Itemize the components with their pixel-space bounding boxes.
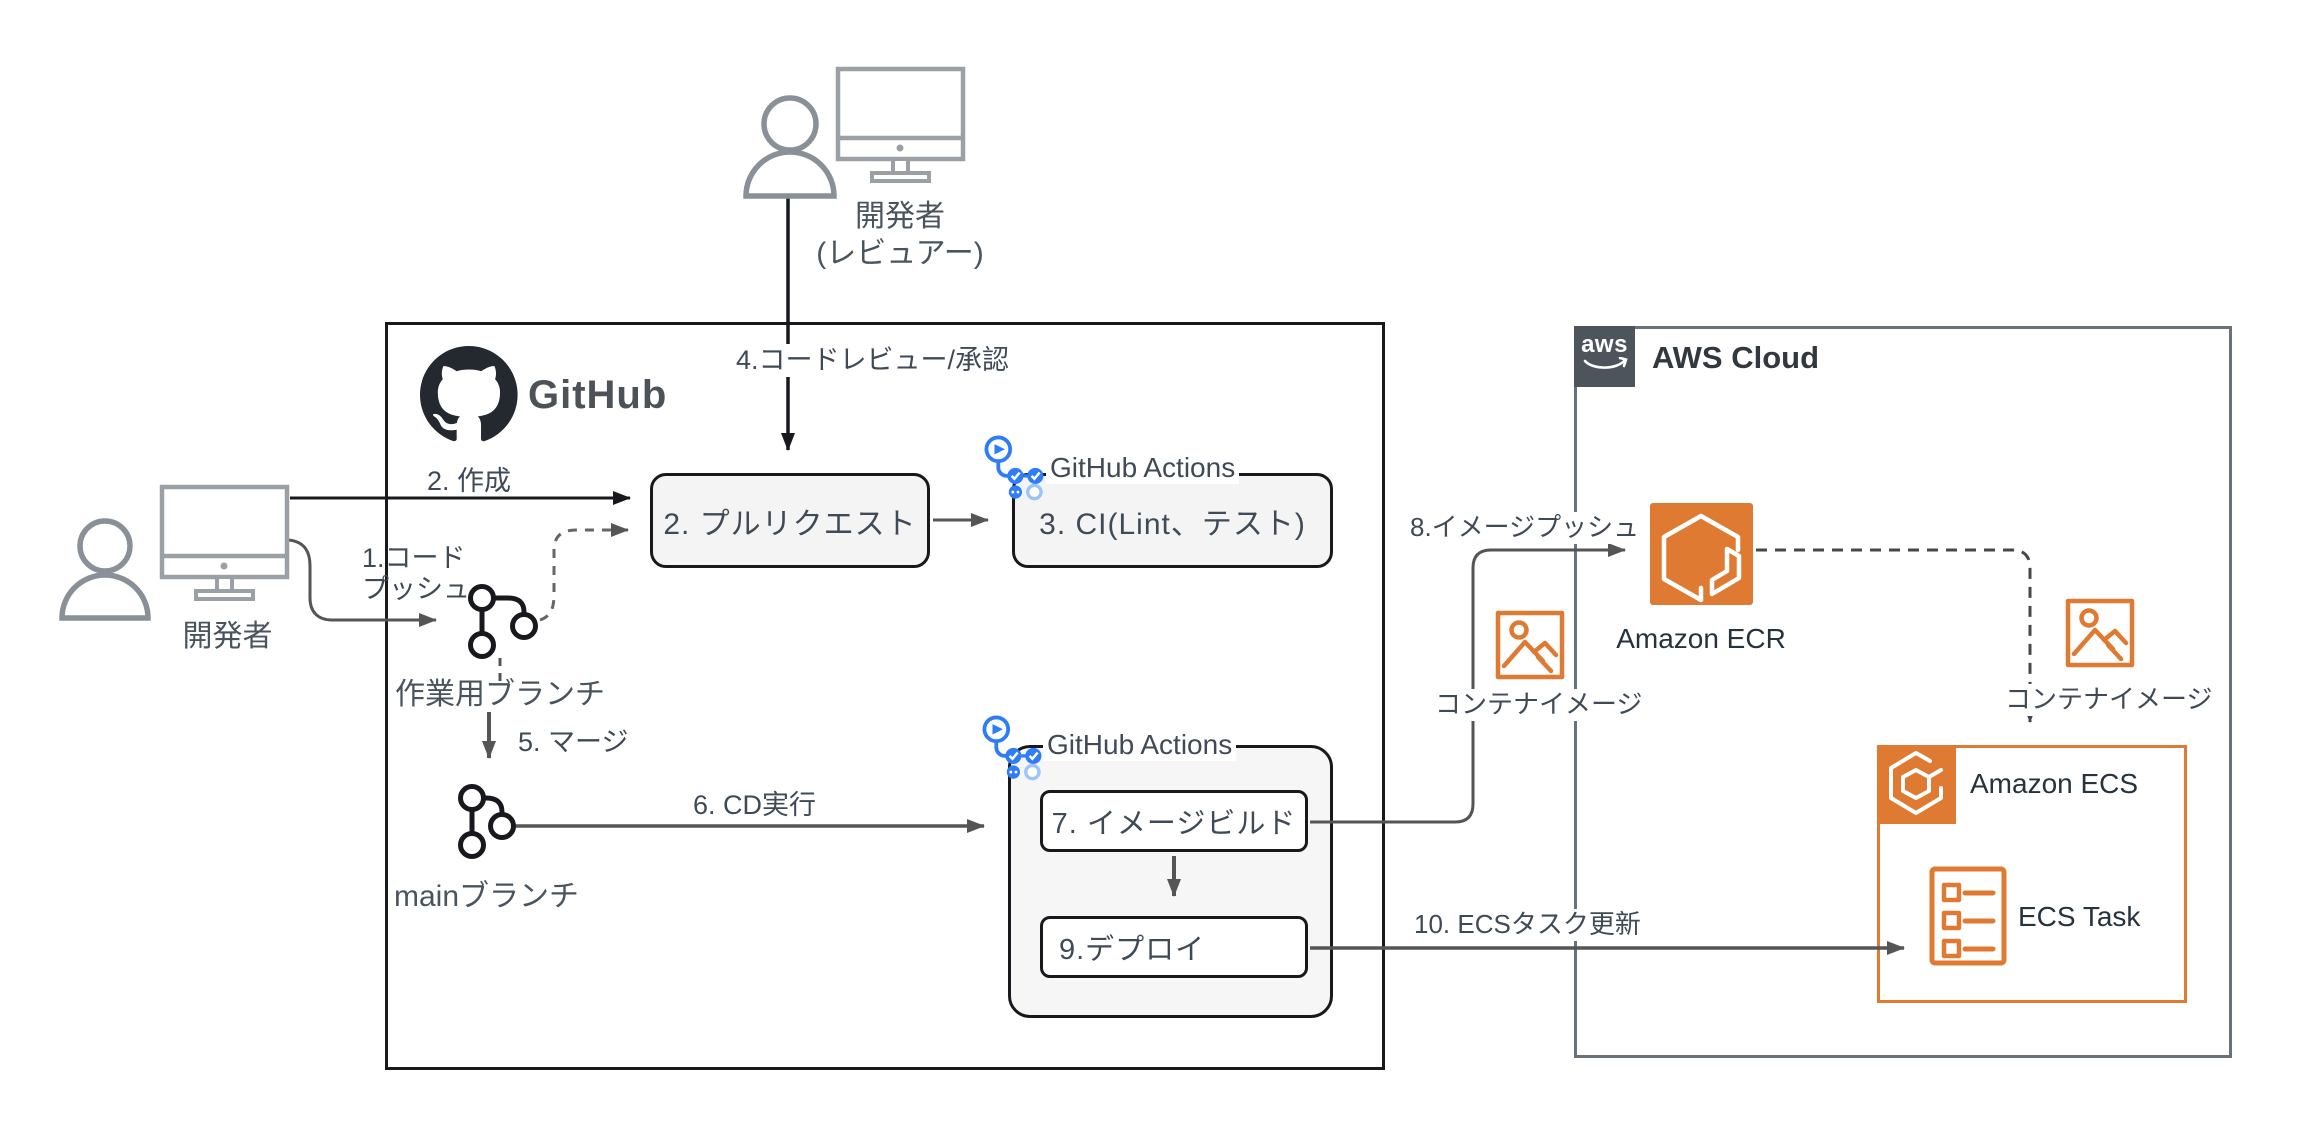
github-title: GitHub [528, 373, 668, 417]
reviewer-role-label: (レビュアー) [816, 237, 984, 270]
step4-review-label: 4.コードレビュー/承認 [731, 344, 1015, 378]
deploy-label: 9.デプロイ [1059, 934, 1206, 966]
amazon-ecr-label: Amazon ECR [1616, 623, 1786, 654]
developer-person-icon [59, 518, 151, 621]
ci-label: 3. CI(Lint、テスト) [1039, 507, 1306, 541]
pull-request-label: 2. プルリクエスト [663, 507, 917, 541]
aws-cloud-title: AWS Cloud [1652, 340, 1820, 375]
step1-push-label: 1.コード プッシュ [362, 543, 470, 605]
aws-logo-text: aws [1581, 331, 1628, 358]
developer-monitor-icon [159, 484, 290, 601]
amazon-ecs-label: Amazon ECS [1970, 768, 2139, 799]
reviewer-name-label: 開発者 [855, 200, 945, 233]
image-build-node: 7. イメージビルド [1040, 790, 1308, 852]
ecs-task-label: ECS Task [2018, 901, 2141, 932]
github-actions-label-ci: GitHub Actions [1046, 452, 1240, 485]
work-branch-label: 作業用ブランチ [395, 678, 605, 711]
step2-create-label: 2. 作成 [427, 466, 512, 496]
container-image-icon-1 [1495, 610, 1565, 680]
github-actions-label-cd: GitHub Actions [1043, 729, 1237, 762]
main-branch-label: mainブランチ [394, 880, 580, 913]
step5-merge-label: 5. マージ [518, 727, 629, 757]
container-image-label-2: コンテナイメージ [2000, 684, 2218, 716]
aws-smile-icon [1583, 357, 1628, 369]
image-build-label: 7. イメージビルド [1051, 808, 1297, 840]
step8-image-push-label: 8.イメージプッシュ [1405, 512, 1645, 544]
deploy-node: 9.デプロイ [1040, 916, 1308, 978]
reviewer-monitor-icon [835, 66, 966, 183]
reviewer-person-icon [743, 95, 837, 199]
step6-cd-label: 6. CD実行 [693, 790, 817, 820]
developer-name-label: 開発者 [182, 620, 273, 653]
pull-request-node: 2. プルリクエスト [650, 473, 930, 568]
ci-node: 3. CI(Lint、テスト) [1012, 473, 1333, 568]
aws-logo-badge: aws [1574, 326, 1635, 387]
step10-ecs-update-label: 10. ECSタスク更新 [1409, 909, 1646, 941]
container-image-label-1: コンテナイメージ [1430, 689, 1648, 721]
